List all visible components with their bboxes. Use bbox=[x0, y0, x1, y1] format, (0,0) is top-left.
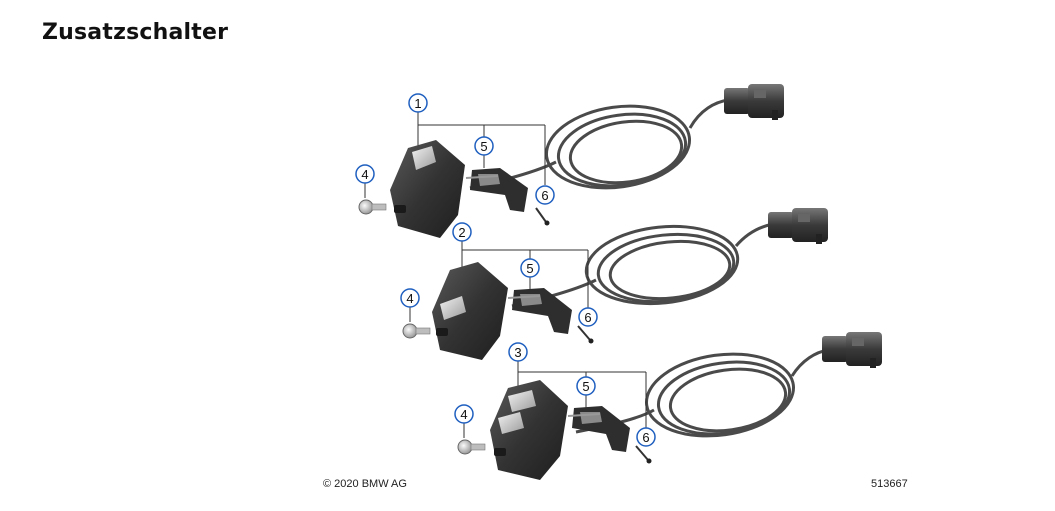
connector-plug bbox=[724, 84, 784, 120]
switch-housing bbox=[390, 140, 465, 238]
callout-4: 4 bbox=[454, 404, 474, 424]
clamp-bracket bbox=[465, 168, 528, 212]
callout-5: 5 bbox=[520, 258, 540, 278]
assembly-1: 1 5 6 4 bbox=[355, 84, 784, 238]
cable-coil bbox=[511, 222, 775, 308]
clamp-bracket bbox=[507, 288, 572, 334]
switch-housing bbox=[432, 262, 508, 360]
callout-4: 4 bbox=[400, 288, 420, 308]
clamp-bracket bbox=[567, 406, 630, 452]
screw-6 bbox=[635, 445, 652, 464]
copyright-notice: © 2020 BMW AG bbox=[323, 478, 407, 490]
callout-lines bbox=[364, 112, 546, 198]
svg-text:5: 5 bbox=[526, 261, 533, 276]
cable-coil bbox=[575, 348, 829, 438]
svg-text:6: 6 bbox=[584, 310, 591, 325]
assembly-2: 2 5 6 4 bbox=[400, 208, 828, 360]
svg-text:3: 3 bbox=[514, 345, 521, 360]
callout-5: 5 bbox=[474, 136, 494, 156]
svg-text:4: 4 bbox=[460, 407, 467, 422]
drawing-number: 513667 bbox=[871, 478, 908, 490]
connector-plug bbox=[768, 208, 828, 244]
assembly-3: 3 5 6 4 bbox=[454, 332, 882, 480]
screw-4 bbox=[402, 323, 431, 339]
connector-plug bbox=[822, 332, 882, 368]
svg-text:6: 6 bbox=[642, 430, 649, 445]
switch-housing bbox=[490, 380, 568, 480]
svg-text:6: 6 bbox=[541, 188, 548, 203]
svg-text:4: 4 bbox=[361, 167, 368, 182]
callout-6: 6 bbox=[636, 427, 656, 447]
page-title: Zusatzschalter bbox=[42, 20, 229, 45]
screw-4 bbox=[358, 199, 387, 215]
callout-lines bbox=[409, 241, 589, 322]
svg-text:5: 5 bbox=[480, 139, 487, 154]
cable-coil bbox=[469, 98, 729, 190]
screw-4 bbox=[457, 439, 486, 455]
svg-text:4: 4 bbox=[406, 291, 413, 306]
callout-6: 6 bbox=[578, 307, 598, 327]
callout-6: 6 bbox=[535, 185, 555, 205]
svg-text:1: 1 bbox=[414, 96, 421, 111]
screw-6 bbox=[535, 207, 550, 226]
callout-5: 5 bbox=[576, 376, 596, 396]
callout-1: 1 bbox=[408, 93, 428, 113]
svg-text:2: 2 bbox=[458, 225, 465, 240]
callout-4: 4 bbox=[355, 164, 375, 184]
svg-text:5: 5 bbox=[582, 379, 589, 394]
screw-6 bbox=[577, 325, 594, 344]
callout-3: 3 bbox=[508, 342, 528, 362]
callout-2: 2 bbox=[452, 222, 472, 242]
